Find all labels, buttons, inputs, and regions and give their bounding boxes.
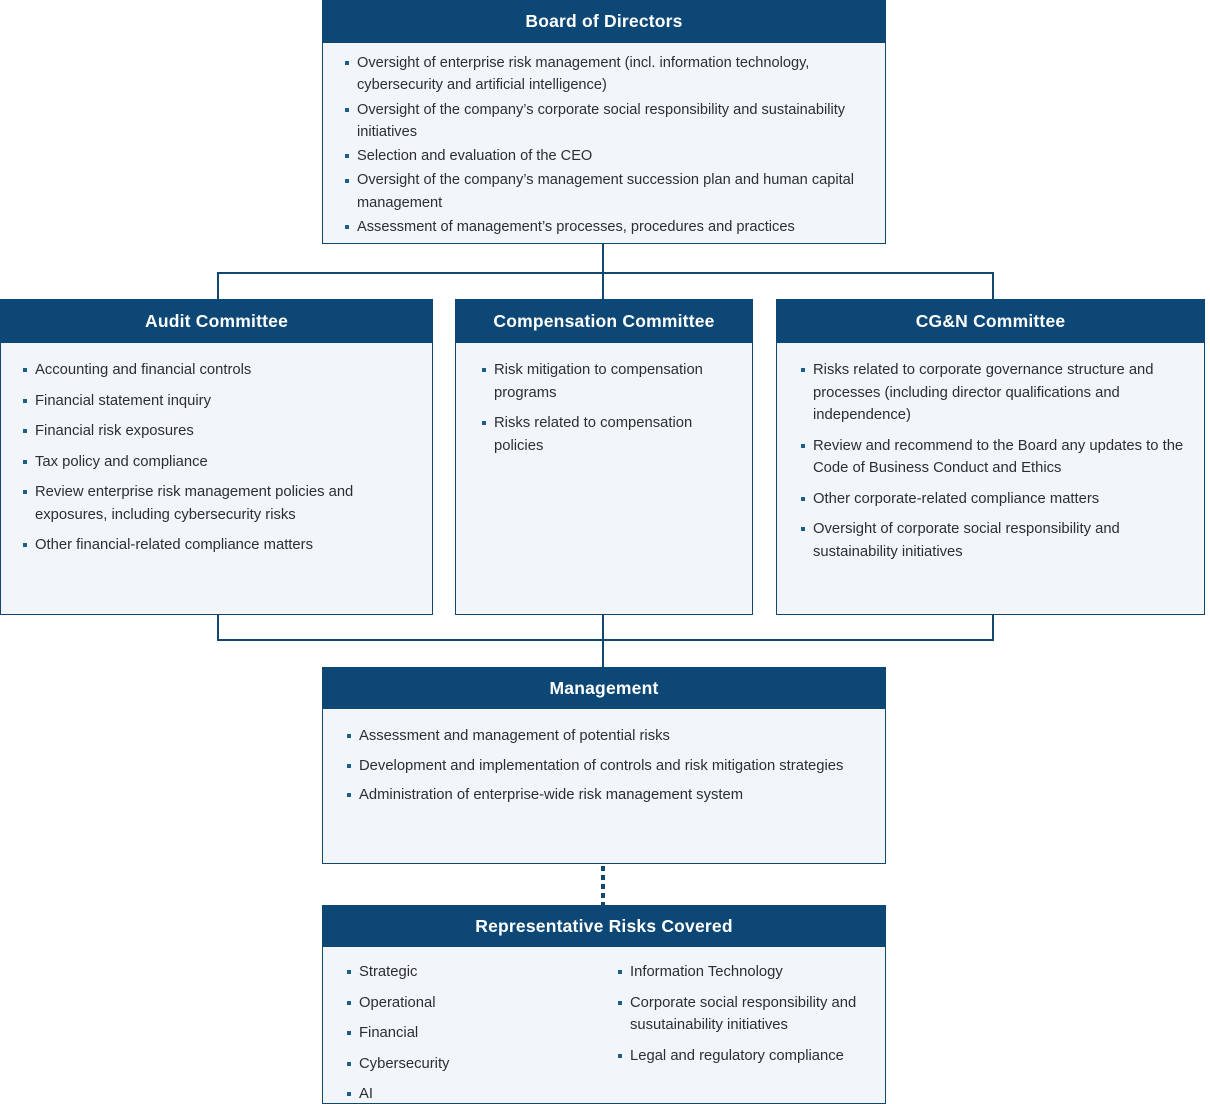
list-item: Tax policy and compliance bbox=[21, 451, 414, 474]
connector-board-down bbox=[602, 243, 605, 274]
list-item: Accounting and financial controls bbox=[21, 359, 414, 382]
management-title: Management bbox=[322, 667, 886, 709]
connector-bus-to-management bbox=[602, 639, 605, 669]
list-item: Operational bbox=[345, 992, 600, 1015]
list-item: Corporate social responsibility and susu… bbox=[616, 992, 871, 1037]
board-of-directors-body: Oversight of enterprise risk management … bbox=[322, 43, 886, 244]
list-item: Risk mitigation to compensation programs bbox=[480, 359, 736, 404]
list-item: Oversight of the company’s corporate soc… bbox=[343, 99, 865, 144]
connector-management-bus bbox=[217, 639, 994, 642]
list-item: Legal and regulatory compliance bbox=[616, 1045, 871, 1068]
list-item: Development and implementation of contro… bbox=[345, 755, 865, 778]
list-item: Assessment of management’s processes, pr… bbox=[343, 216, 865, 238]
representative-risks-node: Representative Risks Covered Strategic O… bbox=[322, 905, 886, 1104]
list-item: Review enterprise risk management polici… bbox=[21, 481, 414, 526]
connector-management-to-risks-dotted bbox=[601, 866, 605, 906]
list-item: Financial risk exposures bbox=[21, 420, 414, 443]
audit-committee-node: Audit Committee Accounting and financial… bbox=[0, 299, 433, 615]
list-item: Financial bbox=[345, 1022, 600, 1045]
list-item: Oversight of the company’s management su… bbox=[343, 169, 865, 214]
list-item: Oversight of corporate social responsibi… bbox=[799, 518, 1194, 563]
audit-committee-body: Accounting and financial controls Financ… bbox=[0, 343, 433, 615]
list-item: Review and recommend to the Board any up… bbox=[799, 435, 1194, 480]
connector-audit-down bbox=[217, 612, 220, 641]
connector-to-audit bbox=[217, 272, 220, 301]
connector-committee-bus bbox=[217, 272, 994, 275]
list-item: AI bbox=[345, 1083, 600, 1103]
compensation-committee-node: Compensation Committee Risk mitigation t… bbox=[455, 299, 753, 615]
connector-compensation-down bbox=[602, 612, 605, 641]
connector-cgn-down bbox=[992, 612, 995, 641]
board-of-directors-list: Oversight of enterprise risk management … bbox=[343, 52, 865, 238]
representative-risks-column-right: Information Technology Corporate social … bbox=[600, 961, 871, 1097]
list-item: Oversight of enterprise risk management … bbox=[343, 52, 865, 97]
cgn-committee-node: CG&N Committee Risks related to corporat… bbox=[776, 299, 1205, 615]
representative-risks-column-left: Strategic Operational Financial Cybersec… bbox=[345, 961, 600, 1102]
connector-to-compensation bbox=[602, 272, 605, 301]
management-body: Assessment and management of potential r… bbox=[322, 709, 886, 864]
cgn-committee-body: Risks related to corporate governance st… bbox=[776, 343, 1205, 615]
representative-risks-body: Strategic Operational Financial Cybersec… bbox=[322, 947, 886, 1104]
board-of-directors-title: Board of Directors bbox=[322, 0, 886, 43]
cgn-committee-title: CG&N Committee bbox=[776, 299, 1205, 343]
management-node: Management Assessment and management of … bbox=[322, 667, 886, 864]
connector-to-cgn bbox=[992, 272, 995, 301]
list-item: Financial statement inquiry bbox=[21, 390, 414, 413]
audit-committee-list: Accounting and financial controls Financ… bbox=[21, 359, 414, 557]
list-item: Other corporate-related compliance matte… bbox=[799, 488, 1194, 511]
management-list: Assessment and management of potential r… bbox=[345, 725, 865, 807]
list-item: Cybersecurity bbox=[345, 1053, 600, 1076]
list-item: Assessment and management of potential r… bbox=[345, 725, 865, 748]
list-item: Selection and evaluation of the CEO bbox=[343, 145, 865, 167]
audit-committee-title: Audit Committee bbox=[0, 299, 433, 343]
compensation-committee-list: Risk mitigation to compensation programs… bbox=[480, 359, 736, 457]
cgn-committee-list: Risks related to corporate governance st… bbox=[799, 359, 1194, 563]
compensation-committee-body: Risk mitigation to compensation programs… bbox=[455, 343, 753, 615]
list-item: Risks related to corporate governance st… bbox=[799, 359, 1194, 427]
list-item: Information Technology bbox=[616, 961, 871, 984]
representative-risks-title: Representative Risks Covered bbox=[322, 905, 886, 947]
list-item: Other financial-related compliance matte… bbox=[21, 534, 414, 557]
representative-risks-list-right: Information Technology Corporate social … bbox=[616, 961, 871, 1067]
list-item: Administration of enterprise-wide risk m… bbox=[345, 784, 865, 807]
list-item: Risks related to compensation policies bbox=[480, 412, 736, 457]
board-of-directors-node: Board of Directors Oversight of enterpri… bbox=[322, 0, 886, 244]
compensation-committee-title: Compensation Committee bbox=[455, 299, 753, 343]
representative-risks-list-left: Strategic Operational Financial Cybersec… bbox=[345, 961, 600, 1103]
list-item: Strategic bbox=[345, 961, 600, 984]
